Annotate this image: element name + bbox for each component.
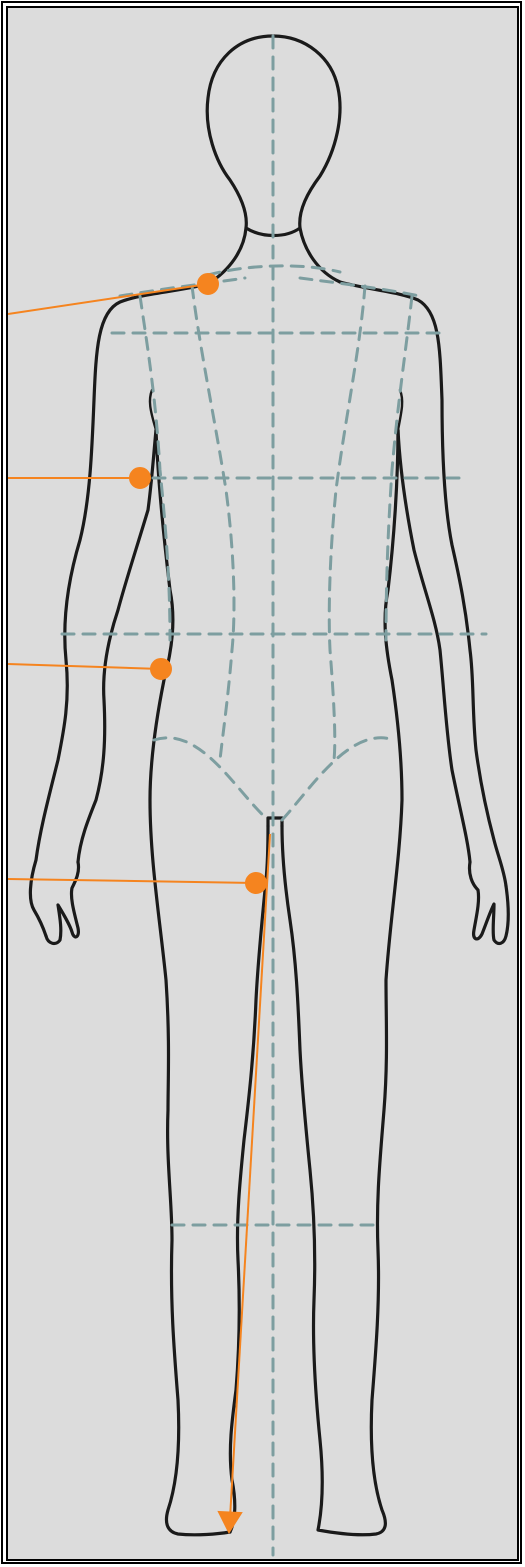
shoulder-leader-line (8, 284, 208, 314)
right-princess-outer (386, 296, 412, 640)
inseam-arrow-line (230, 834, 270, 1518)
right-princess-inner (329, 286, 365, 760)
body-outline (30, 36, 508, 1535)
shoulder-point-dot (198, 274, 218, 294)
right-arm-inner (398, 430, 470, 862)
hip-curve-guide-right (282, 738, 394, 820)
left-princess-inner (192, 286, 234, 760)
body-figure-diagram (8, 8, 519, 1561)
left-torso-side (150, 430, 230, 1535)
inseam-arrowhead (219, 1512, 241, 1532)
crotch-leader-line (8, 879, 256, 883)
figure-panel (6, 6, 519, 1561)
right-neck-line (300, 228, 340, 282)
chest-side-point-dot (130, 468, 150, 488)
crotch-point-dot (246, 873, 266, 893)
crotch-notch (268, 818, 282, 826)
measurement-markers (8, 274, 270, 1532)
left-hand (46, 862, 79, 943)
waist-side-point-dot (151, 659, 171, 679)
hip-curve-guide (154, 738, 268, 820)
guide-lines (62, 36, 486, 1555)
left-arm-inner (78, 430, 156, 862)
right-leg-inner (282, 430, 402, 1535)
waist-side-leader-line (8, 664, 161, 669)
